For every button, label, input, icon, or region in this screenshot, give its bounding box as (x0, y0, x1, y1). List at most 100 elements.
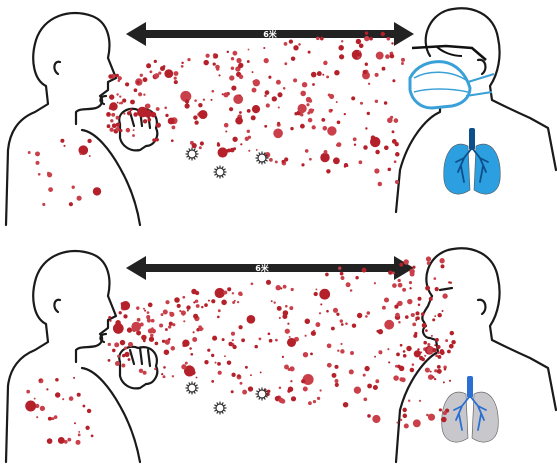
droplet (144, 309, 147, 312)
droplet (263, 46, 266, 50)
droplet (432, 376, 435, 379)
droplet (384, 319, 395, 330)
droplet (377, 329, 384, 335)
droplet (383, 101, 388, 105)
droplet (274, 160, 278, 164)
droplet (35, 403, 40, 409)
right-lung (473, 143, 501, 195)
droplet (409, 287, 412, 290)
droplet (164, 69, 174, 79)
droplet (217, 147, 228, 158)
droplet (443, 365, 447, 369)
droplet (380, 31, 385, 37)
droplet (167, 117, 175, 125)
distance-label: 6米 (263, 29, 278, 39)
droplet (424, 367, 430, 373)
droplet (449, 330, 455, 336)
droplet (125, 82, 130, 87)
droplet (180, 65, 184, 68)
droplet (161, 373, 164, 376)
droplet (321, 117, 326, 122)
droplet (139, 322, 144, 327)
droplet (419, 351, 423, 354)
droplet (408, 399, 411, 402)
droplet (211, 353, 215, 358)
droplet (265, 279, 272, 285)
droplet (374, 355, 377, 358)
droplet (330, 109, 333, 112)
droplet (211, 89, 215, 93)
bronchi (469, 395, 487, 431)
droplet (298, 43, 301, 46)
droplet (372, 136, 376, 141)
droplet (82, 404, 86, 408)
droplet (183, 365, 196, 377)
droplet (174, 297, 180, 303)
droplet (276, 305, 282, 311)
droplet (334, 364, 339, 369)
droplet (398, 365, 405, 372)
droplet (87, 138, 92, 144)
droplet (406, 345, 412, 352)
droplet (301, 163, 305, 167)
droplet (223, 355, 226, 358)
droplet (120, 101, 124, 105)
droplet (440, 264, 445, 269)
droplet (389, 53, 395, 59)
droplet (27, 151, 31, 154)
droplet (398, 321, 401, 324)
droplet (136, 317, 141, 322)
droplet (194, 120, 199, 125)
droplet (117, 354, 120, 358)
trachea (467, 376, 473, 398)
droplet (361, 267, 367, 273)
droplet (146, 318, 151, 323)
droplet (251, 71, 254, 74)
droplet (232, 50, 238, 56)
droplet (251, 87, 257, 93)
droplet (181, 364, 187, 370)
droplet (226, 50, 230, 54)
droplet (159, 323, 164, 328)
droplet (327, 93, 331, 97)
droplet (316, 36, 320, 41)
droplet (38, 378, 42, 382)
droplet (304, 318, 311, 325)
droplet (426, 346, 435, 354)
droplet (392, 283, 397, 288)
droplet (184, 99, 190, 104)
coughing-person-left (4, 249, 159, 464)
droplet (117, 76, 122, 81)
droplet (238, 325, 243, 330)
droplet (275, 79, 281, 85)
droplet (309, 157, 312, 161)
droplet (365, 127, 368, 130)
droplet (366, 311, 371, 315)
droplet (338, 266, 342, 270)
droplet (275, 338, 278, 342)
droplet (290, 380, 293, 383)
droplet (351, 96, 356, 101)
droplet (180, 90, 192, 102)
droplet (129, 108, 133, 112)
droplet (168, 325, 172, 329)
droplet (362, 69, 367, 75)
droplet (79, 152, 82, 156)
droplet (426, 413, 429, 417)
droplet (191, 142, 197, 149)
bronchi (455, 147, 473, 183)
virus-particle (255, 387, 269, 401)
droplet (77, 433, 81, 437)
droplet (388, 270, 393, 275)
droplet (339, 271, 344, 276)
droplet (334, 382, 339, 387)
droplet (240, 143, 243, 146)
droplet (248, 149, 251, 152)
droplet (147, 302, 153, 308)
lungs-healthy (443, 128, 501, 195)
droplet (71, 185, 75, 189)
droplet (289, 306, 294, 311)
droplet (308, 108, 314, 114)
droplet (88, 155, 91, 157)
droplet (242, 389, 248, 395)
